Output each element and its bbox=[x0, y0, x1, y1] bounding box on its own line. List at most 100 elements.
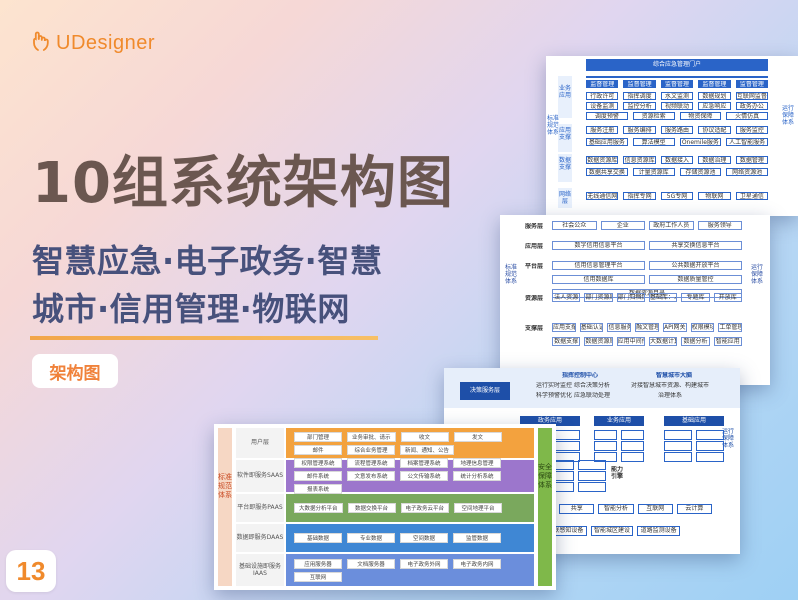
card2-box: 信息服务 bbox=[607, 323, 632, 332]
card1-box: 数据管理 bbox=[735, 156, 769, 164]
card2-box: 信用信息管理平台 bbox=[552, 261, 645, 270]
card2-box: 基础库：人口、法人、信用 bbox=[648, 293, 678, 302]
card2-box: 工单管理 bbox=[718, 323, 743, 332]
card1-box: 行政许可 bbox=[586, 92, 619, 100]
card4-box: 监管数据 bbox=[453, 533, 501, 543]
card3-engine: 能力引擎 bbox=[610, 466, 623, 481]
card1-box: 数据资源库 bbox=[586, 156, 619, 164]
card3-cell bbox=[664, 441, 692, 451]
card3-top-item-2: 科学预警优化 bbox=[535, 392, 572, 399]
card2-box: 部门资源库 bbox=[584, 293, 613, 302]
card3-cell bbox=[696, 441, 724, 451]
card2-box: API网关 bbox=[662, 323, 687, 332]
card4-box: 应用服务器 bbox=[294, 558, 342, 569]
card2-box: 基础认证 bbox=[579, 323, 604, 332]
card2-layer-name: 服务层 bbox=[524, 223, 543, 230]
card3-top-title-0: 指挥控制中心 bbox=[561, 372, 598, 379]
subtitle-line-1: 智慧应急·电子政务·智慧 bbox=[32, 242, 383, 280]
card3-bottom-box: 共享 bbox=[559, 504, 595, 514]
card4-box: 电子政务外网 bbox=[400, 558, 448, 569]
card1-box: 调度预警 bbox=[586, 112, 628, 120]
diagram-card-emergency: 综合应急管理门户 标准规范体系 运行保障体系 业务应用 应用支撑 数据支撑 网络… bbox=[546, 56, 798, 216]
card3-cell bbox=[578, 482, 606, 492]
card3-top-item-0: 运行实时监控 bbox=[535, 382, 572, 389]
card3-grid-row bbox=[664, 452, 724, 462]
card4-box: 文意发布系统 bbox=[347, 471, 395, 481]
card1-box: 水文监测 bbox=[660, 92, 694, 100]
page-number-badge: 13 bbox=[6, 550, 56, 592]
card4-box: 权限管理系统 bbox=[294, 458, 342, 468]
card4-box: 流程管理系统 bbox=[347, 458, 395, 468]
card1-box: 监督管理 bbox=[623, 80, 656, 88]
card4-box: 文档服务器 bbox=[347, 558, 395, 569]
card3-top-item-3: 应急联动处理 bbox=[573, 392, 610, 399]
card1-box: 监督管理 bbox=[735, 80, 769, 88]
card4-box: 电子政务内网 bbox=[453, 558, 501, 569]
divider bbox=[30, 336, 378, 340]
card2-box: 融文管理 bbox=[635, 323, 659, 332]
card2-box: 信用数据库 bbox=[552, 275, 645, 284]
card1-box: 物资保障 bbox=[679, 112, 722, 120]
card2-box: 部门归档库 bbox=[616, 293, 645, 302]
card1-box: 监督管理 bbox=[586, 80, 619, 88]
card1-box: 设备监测 bbox=[586, 102, 619, 110]
card3-bottom-box: 道路监测设备 bbox=[637, 526, 681, 536]
card3-bottom-box: 互联网 bbox=[637, 504, 673, 514]
card2-box: 数据支撑 bbox=[552, 337, 581, 346]
card4-box: 发文 bbox=[453, 431, 502, 442]
card4-box: 统计分析系统 bbox=[453, 471, 501, 481]
card4-box: 收文 bbox=[400, 431, 449, 442]
card3-grid-row bbox=[664, 430, 724, 440]
card3-grid-row bbox=[594, 430, 644, 440]
card3-cell bbox=[578, 471, 606, 481]
card1-row: 数据资源库信息资源库数据接入数据治理数据管理 bbox=[586, 156, 769, 164]
card1-box: 信息资源库 bbox=[623, 156, 656, 164]
card2-box: 数据质量管控 bbox=[649, 275, 742, 284]
card3-grid-row bbox=[664, 441, 724, 451]
brand-logo: UDesigner bbox=[30, 30, 155, 56]
card4-box: 电子政务云平台 bbox=[400, 503, 450, 513]
card4-box: 报表系统 bbox=[294, 484, 342, 494]
card1-box: 互联网监督 bbox=[735, 92, 769, 100]
card3-cell bbox=[621, 430, 644, 440]
card1-box: 火情仿真 bbox=[726, 112, 768, 120]
card1-box: 监控分析 bbox=[623, 102, 656, 110]
card1-box: 指挥调度 bbox=[623, 92, 656, 100]
card1-row: 行政许可指挥调度水文监测数据规划互联网监督 bbox=[586, 92, 769, 100]
card3-app-2: 基础应用 bbox=[664, 416, 724, 426]
card4-box: 业务审批、请示 bbox=[347, 431, 396, 442]
card4-band: 部门管理业务审批、请示收文发文邮件综合业务管理新闻、通知、公告 bbox=[286, 428, 534, 458]
card1-box: 基础应用服务 bbox=[586, 138, 628, 146]
card3-cell bbox=[664, 430, 692, 440]
card4-box: 空间地理平台 bbox=[454, 503, 503, 513]
diagram-card-credit: 标准规范体系 运行保障体系 服务层社会公众企业政府工作人员服务领导应用层数字信用… bbox=[500, 215, 770, 385]
brand-name: UDesigner bbox=[56, 31, 155, 54]
card2-layer-name: 支撑层 bbox=[524, 325, 543, 332]
card3-app-0: 政务应用 bbox=[520, 416, 580, 426]
card3-top-item-1: 综合决策分析 bbox=[573, 382, 610, 389]
card3-left-label: 决策服务层 bbox=[460, 382, 510, 400]
card1-box: 资源检索 bbox=[632, 112, 675, 120]
card3-app-1: 业务应用 bbox=[594, 416, 644, 426]
card2-box: 数字信用信息平台 bbox=[552, 241, 645, 250]
card4-box: 专业数据 bbox=[347, 533, 395, 543]
card2-layer-name: 应用层 bbox=[524, 243, 543, 250]
card1-box: 数据接入 bbox=[660, 156, 694, 164]
card1-box: 数据规划 bbox=[698, 92, 731, 100]
card1-row: 监督管理监督管理监督管理监督管理监督管理 bbox=[586, 80, 769, 88]
card1-box: Onemile服务 bbox=[679, 138, 722, 146]
card2-side-right: 运行保障体系 bbox=[750, 264, 763, 285]
card2-box: 服务领导 bbox=[697, 221, 742, 230]
card2-box: 大数据计算与管理 bbox=[648, 337, 678, 346]
card4-box: 部门管理 bbox=[294, 431, 342, 442]
card1-side-left: 标准规范体系 bbox=[547, 115, 560, 136]
card2-row: 数据支撑数据资源库应用中间件大数据计算与管理数据分析智能应用 bbox=[552, 337, 742, 346]
card1-box: 服务监控 bbox=[735, 126, 769, 134]
card3-cell bbox=[621, 452, 644, 462]
card3-bottom-box: 云计算 bbox=[676, 504, 713, 514]
card4-box: 地理信息管理 bbox=[453, 458, 501, 468]
card2-box: 社会公众 bbox=[552, 221, 597, 230]
card1-row: 数据共享交换计量资源库存储资源池网络资源池 bbox=[586, 168, 768, 176]
